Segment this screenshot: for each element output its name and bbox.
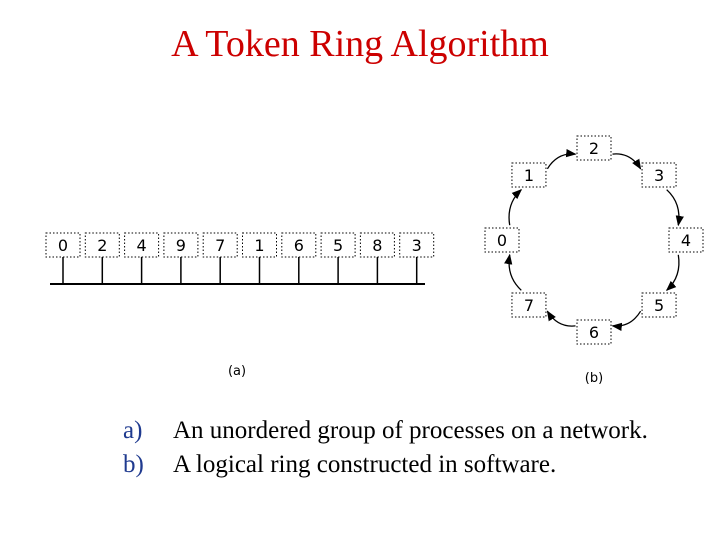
ring-arrow <box>504 253 522 291</box>
bus-node-label: 3 <box>412 236 422 255</box>
caption-b-letter: b) <box>123 451 144 478</box>
bus-node-label: 6 <box>294 236 304 255</box>
ring-arrow <box>666 189 684 227</box>
caption-a-text: An unordered group of processes on a net… <box>173 417 648 444</box>
ring-arrow <box>508 188 523 226</box>
bus-node: 7 <box>202 232 238 258</box>
bus-node: 0 <box>45 232 81 258</box>
ring-node-box <box>641 162 677 188</box>
bus-node: 5 <box>320 232 356 258</box>
ring-node-box <box>511 162 547 188</box>
bus-node-box <box>399 232 435 258</box>
bus-node: 9 <box>163 232 199 258</box>
bus-network: 0 2 4 9 7 1 6 5 8 3 (a) <box>45 232 435 379</box>
bus-node: 8 <box>359 232 395 258</box>
ring-arrow <box>665 254 680 292</box>
ring-node-label: 3 <box>654 166 664 185</box>
caption-a: a) An unordered group of processes on a n… <box>123 414 648 448</box>
ring-node-box <box>576 319 612 345</box>
bus-node-label: 2 <box>97 236 107 255</box>
ring-node-label: 0 <box>497 231 507 250</box>
bus-node-box <box>163 232 199 258</box>
captions: a) An unordered group of processes on a n… <box>123 414 648 482</box>
ring-node: 4 <box>668 227 704 253</box>
bus-node-label: 8 <box>372 236 382 255</box>
ring-node-label: 4 <box>681 231 691 250</box>
bus-node-label: 9 <box>176 236 186 255</box>
ring-node-box <box>576 135 612 161</box>
ring-node-label: 1 <box>524 166 534 185</box>
slide-title: A Token Ring Algorithm <box>171 23 549 65</box>
caption-b-text: A logical ring constructed in software. <box>173 451 557 478</box>
bus-node-box <box>281 232 317 258</box>
ring-arrow <box>546 148 577 170</box>
bus-node-box <box>202 232 238 258</box>
ring-node-box <box>641 292 677 318</box>
bus-node-label: 1 <box>254 236 264 255</box>
caption-a-letter: a) <box>123 417 143 444</box>
figure-a-label: (a) <box>228 364 246 379</box>
ring-node-box <box>484 227 520 253</box>
ring-arrow <box>612 153 642 170</box>
ring-node: 1 <box>511 162 547 188</box>
bus-node: 1 <box>242 232 277 258</box>
ring-node: 5 <box>641 292 677 318</box>
ring-arrow <box>546 310 576 327</box>
ring-arrow <box>611 310 642 332</box>
ring-node-box <box>511 292 547 318</box>
bus-node: 6 <box>281 232 317 258</box>
bus-node-box <box>84 232 120 258</box>
ring-node: 6 <box>576 319 612 345</box>
ring-node: 3 <box>641 162 677 188</box>
figure-b-label: (b) <box>585 371 603 386</box>
bus-node-label: 7 <box>215 236 225 255</box>
bus-node-box <box>242 232 277 258</box>
bus-node: 4 <box>124 232 160 258</box>
bus-node: 2 <box>84 232 120 258</box>
ring-node: 2 <box>576 135 612 161</box>
ring-node-label: 2 <box>589 139 599 158</box>
logical-ring: 0 1 2 3 4 5 6 7 (b) <box>484 135 704 386</box>
caption-b: b) A logical ring constructed in software… <box>123 448 648 482</box>
bus-node-label: 4 <box>137 236 147 255</box>
bus-node-label: 5 <box>333 236 343 255</box>
bus-node-box <box>359 232 395 258</box>
bus-node: 3 <box>399 232 435 258</box>
bus-node-box <box>124 232 160 258</box>
ring-node-label: 6 <box>589 323 599 342</box>
bus-node-box <box>320 232 356 258</box>
ring-node-label: 5 <box>654 296 664 315</box>
ring-node-box <box>668 227 704 253</box>
bus-node-box <box>45 232 81 258</box>
bus-node-label: 0 <box>58 236 68 255</box>
ring-node: 0 <box>484 227 520 253</box>
ring-node-label: 7 <box>524 296 534 315</box>
ring-node: 7 <box>511 292 547 318</box>
